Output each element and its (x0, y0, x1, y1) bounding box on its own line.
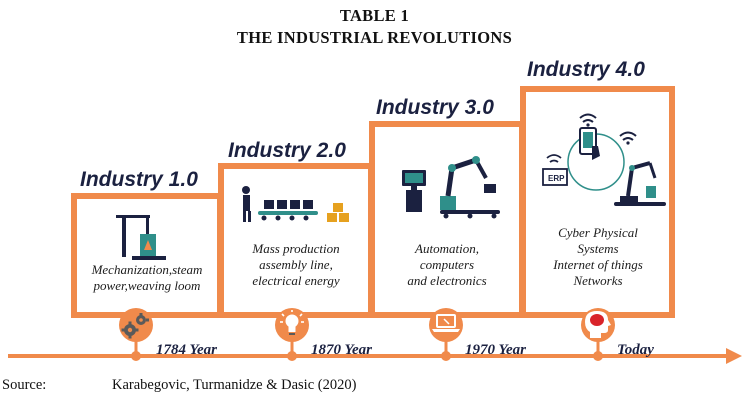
source-label: Source: (2, 377, 47, 393)
caption-line: Mechanization,steam (91, 262, 203, 277)
caption-industry-4: Cyber Physical Systems Internet of thing… (528, 225, 668, 289)
year-label-today: Today (617, 342, 654, 358)
stage-label-industry-4: Industry 4.0 (527, 58, 645, 81)
year-label-1870: 1870 Year (311, 342, 372, 358)
stage-label-industry-2: Industry 2.0 (228, 139, 346, 162)
caption-line: Mass production (252, 241, 340, 256)
robot-arm-computer-icon (402, 156, 500, 219)
erp-label: ERP (548, 174, 565, 183)
stage-box-industry-3 (369, 121, 525, 318)
assembly-line-icon (242, 186, 349, 222)
caption-line: computers (419, 257, 475, 272)
timeline-arrow (8, 341, 742, 364)
caption-line: power,weaving loom (93, 278, 201, 293)
table-number: TABLE 1 (339, 6, 410, 25)
cyber-physical-icon: ERP (542, 113, 666, 206)
lightbulb-icon (275, 308, 309, 342)
year-label-1970: 1970 Year (465, 342, 526, 358)
caption-line: Networks (573, 273, 623, 288)
caption-line: assembly line, (259, 257, 333, 272)
caption-industry-2: Mass production assembly line, electrica… (226, 241, 366, 289)
year-label-1784: 1784 Year (156, 342, 217, 358)
steam-engine-icon (116, 215, 166, 260)
caption-line: Cyber Physical (558, 225, 638, 240)
caption-industry-1: Mechanization,steam power,weaving loom (80, 262, 214, 294)
source-citation: Karabegovic, Turmanidze & Dasic (2020) (112, 377, 357, 393)
caption-line: Internet of things (553, 257, 643, 272)
caption-line: and electronics (407, 273, 487, 288)
figure-title: THE INDUSTRIAL REVOLUTIONS (236, 28, 513, 47)
stage-label-industry-3: Industry 3.0 (376, 96, 494, 119)
caption-line: electrical energy (252, 273, 340, 288)
stage-label-industry-1: Industry 1.0 (80, 168, 198, 191)
laptop-icon (429, 308, 463, 342)
caption-industry-3: Automation, computers and electronics (377, 241, 517, 289)
caption-line: Automation, (415, 241, 479, 256)
gears-icon (119, 308, 153, 342)
caption-line: Systems (577, 241, 619, 256)
brain-head-icon (581, 308, 615, 342)
